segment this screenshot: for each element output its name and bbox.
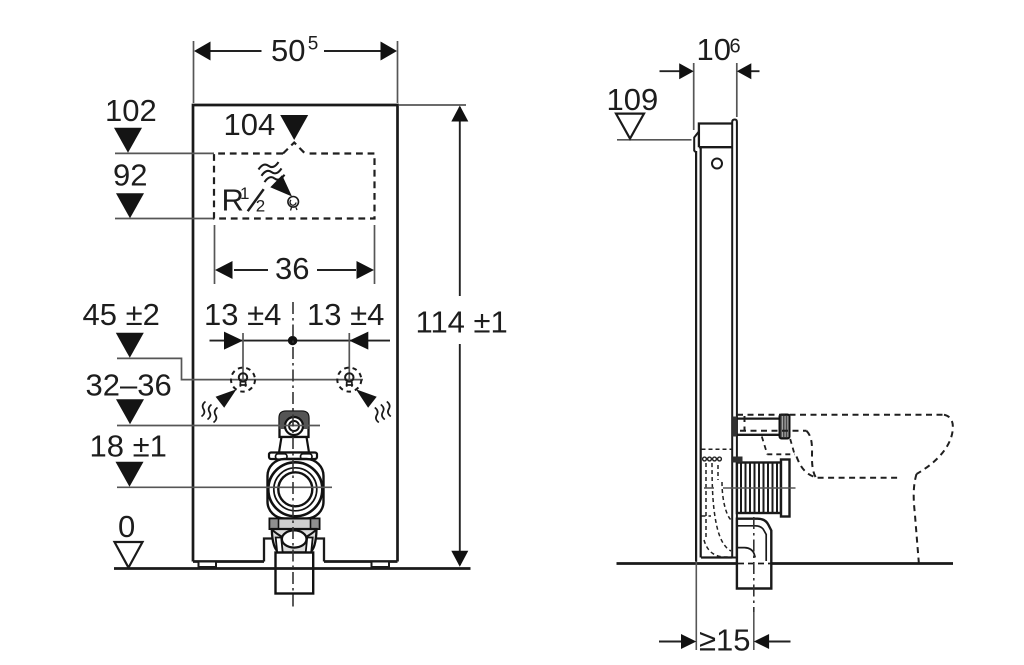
svg-text:13 ±4: 13 ±4	[307, 297, 384, 332]
svg-text:45 ±2: 45 ±2	[83, 297, 160, 332]
svg-text:104: 104	[224, 107, 276, 142]
svg-text:92: 92	[113, 158, 147, 193]
svg-text:36: 36	[275, 251, 309, 286]
svg-text:6: 6	[730, 36, 741, 58]
svg-text:13 ±4: 13 ±4	[204, 297, 281, 332]
svg-text:114 ±1: 114 ±1	[416, 305, 508, 340]
svg-text:10: 10	[697, 32, 731, 67]
svg-text:32–36: 32–36	[86, 368, 172, 403]
svg-text:102: 102	[105, 93, 157, 128]
svg-text:0: 0	[118, 509, 135, 544]
svg-text:109: 109	[607, 82, 659, 117]
svg-text:18 ±1: 18 ±1	[90, 429, 167, 464]
svg-text:≥15: ≥15	[699, 623, 751, 658]
svg-text:50: 50	[271, 33, 305, 68]
svg-text:5: 5	[308, 34, 319, 55]
svg-text:2: 2	[256, 197, 265, 216]
svg-text:R: R	[222, 183, 244, 218]
svg-text:1: 1	[240, 184, 249, 203]
